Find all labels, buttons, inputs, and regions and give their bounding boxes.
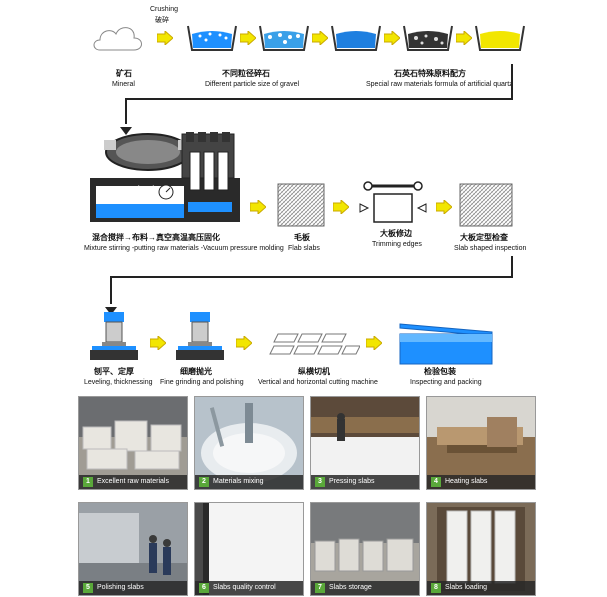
photo-raw-materials: 1 Excellent raw materials [78,396,188,490]
grind-label-en: Fine grinding and polishing [160,379,244,386]
formula-label-en: Special raw materials formula of artific… [366,81,513,88]
connector-line [110,276,513,278]
arrow-right-icon [332,198,350,216]
photo-caption: Excellent raw materials [97,478,169,485]
leveling-machine [88,308,140,364]
connector-line [511,64,513,100]
gravel-bin-4 [402,24,454,52]
arrow-right-icon [435,198,453,216]
crushing-label-zh: 破碎 [155,17,169,24]
flab-label-zh: 毛板 [294,233,310,242]
inspect-label-zh: 大板定型检查 [460,233,508,242]
photo-caption: Polishing slabs [97,584,144,591]
trim-label-zh: 大板修边 [380,229,412,238]
photo-number: 4 [431,477,441,487]
grind-label-zh: 细磨抛光 [180,367,212,376]
photo-caption: Heating slabs [445,478,488,485]
photo-slabs-loading: 8 Slabs loading [426,502,536,596]
photo-caption: Slabs storage [329,584,372,591]
connector-line [110,276,112,304]
arrow-right-icon [156,29,174,47]
photo-pressing-slabs: 3 Pressing slabs [310,396,420,490]
photo-number: 7 [315,583,325,593]
mineral-cloud [92,22,144,56]
slab-inspection-image [458,182,514,228]
photo-materials-mixing: 2 Materials mixing [194,396,304,490]
arrow-right-icon [383,29,401,47]
photo-number: 2 [199,477,209,487]
mineral-label-en: Mineral [112,81,135,88]
cut-label-en: Vertical and horizontal cutting machine [258,379,378,386]
level-label-zh: 刨平、定厚 [94,367,134,376]
connector-line [125,98,513,100]
gravel-bin-3 [330,24,382,52]
pack-label-en: Inspecting and packing [410,379,482,386]
gravel-bin-5 [474,24,526,52]
grinding-machine [174,308,226,364]
trim-label-en: Trimming edges [372,241,422,248]
mineral-label-zh: 矿石 [116,69,132,78]
crushing-label-en: Crushing [150,6,179,13]
arrow-right-icon [311,29,329,47]
connector-line [511,256,513,278]
photo-number: 6 [199,583,209,593]
photo-number: 3 [315,477,325,487]
mixing-label-en: Mixture stirring -putting raw materials … [84,245,284,252]
arrow-right-icon [455,29,473,47]
gravel-bin-1 [186,24,238,52]
photo-slabs-storage: 7 Slabs storage [310,502,420,596]
arrow-right-icon [365,334,383,352]
gravel-label-en: Different particle size of gravel [205,81,300,88]
arrow-right-icon [149,334,167,352]
photo-heating-slabs: 4 Heating slabs [426,396,536,490]
arrow-down-icon [120,122,132,140]
gravel-label-zh: 不同粒径碎石 [222,69,270,78]
photo-caption: Materials mixing [213,478,264,485]
photo-number: 8 [431,583,441,593]
photo-number: 1 [83,477,93,487]
mixing-label-zh: 混合搅拌→布料→真空高温高压固化 [92,233,220,242]
pack-label-zh: 检验包装 [424,367,456,376]
packing-slab-image [396,318,496,368]
photo-polishing-slabs: 5 Polishing slabs [78,502,188,596]
arrow-right-icon [235,334,253,352]
photo-caption: Pressing slabs [329,478,375,485]
photo-number: 5 [83,583,93,593]
cut-label-zh: 纵横切机 [298,367,330,376]
arrow-down-icon [105,302,117,320]
flab-label-en: Flab slabs [288,245,320,252]
trimming-diagram [358,178,428,230]
photo-caption: Slabs loading [445,584,488,591]
inspect-label-en: Slab shaped inspection [454,245,527,252]
flab-slabs-image [276,182,326,228]
formula-label-zh: 石英石特殊原料配方 [394,69,466,78]
cut-slabs-image [268,330,361,364]
level-label-en: Leveling, thicknessing [84,379,153,386]
connector-line [125,98,127,124]
arrow-right-icon [239,29,257,47]
photo-caption: Slabs quality control [213,584,276,591]
gravel-bin-2 [258,24,310,52]
photo-quality-control: 6 Slabs quality control [194,502,304,596]
mixing-press-machine [86,130,246,226]
arrow-right-icon [249,198,267,216]
